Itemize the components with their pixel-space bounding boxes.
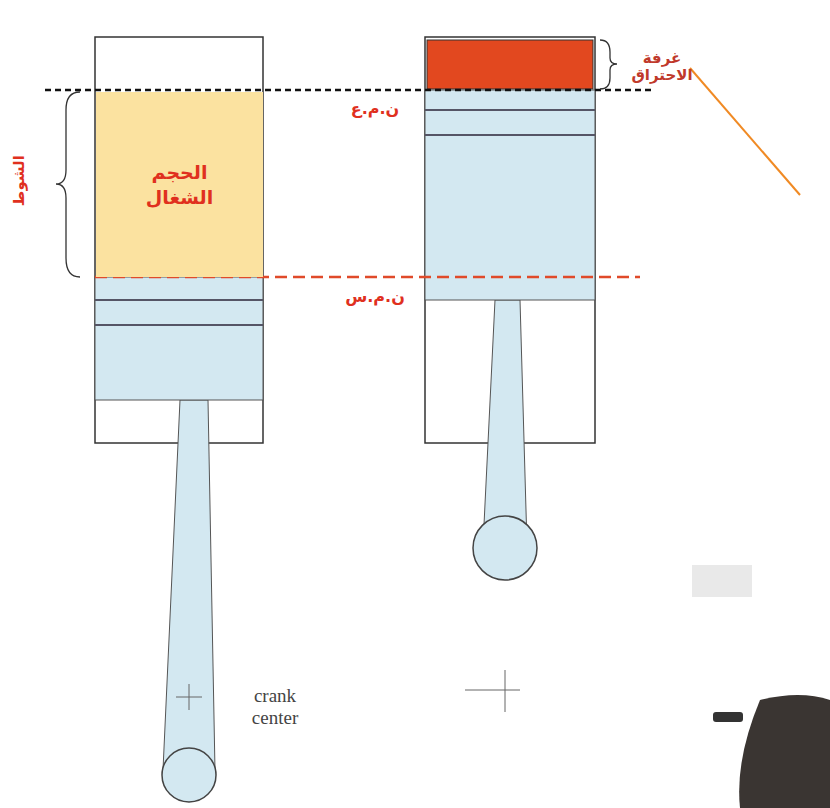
crank-pin: [473, 516, 537, 580]
crank-center-mark: [189, 684, 190, 710]
piston: [95, 277, 263, 400]
leader-line: [690, 68, 800, 195]
photo-caption-blur: [692, 565, 752, 597]
crank-center-label: crank center: [240, 685, 310, 729]
connecting-rod: [483, 300, 527, 545]
bdc-label: ن.م.س: [340, 288, 410, 306]
combustion-chamber: [427, 40, 593, 89]
piston-ring: [95, 299, 263, 301]
engine-photo: [739, 695, 830, 808]
node-text: الحجم الشغال: [140, 160, 220, 209]
piston-ring: [95, 324, 263, 326]
volume-box: الحجم الشغال: [96, 92, 263, 277]
piston-ring: [425, 134, 595, 136]
cylinder-wall: [95, 37, 263, 443]
tdc-label: ن.م.ع: [340, 100, 410, 118]
stroke-brace: [56, 92, 80, 277]
chamber-label: غرفة الاحتراق: [612, 50, 712, 85]
connecting-rod: [163, 400, 215, 770]
crank-center-mark: [465, 690, 520, 691]
piston: [425, 90, 595, 300]
stroke-label: الشوط: [11, 151, 28, 211]
piston-ring: [425, 109, 595, 111]
photo-tag: [713, 712, 743, 722]
crank-pin: [162, 748, 216, 802]
tdc-line: [45, 89, 655, 92]
crank-center-mark: [505, 670, 506, 712]
chamber-brace: [600, 40, 617, 89]
